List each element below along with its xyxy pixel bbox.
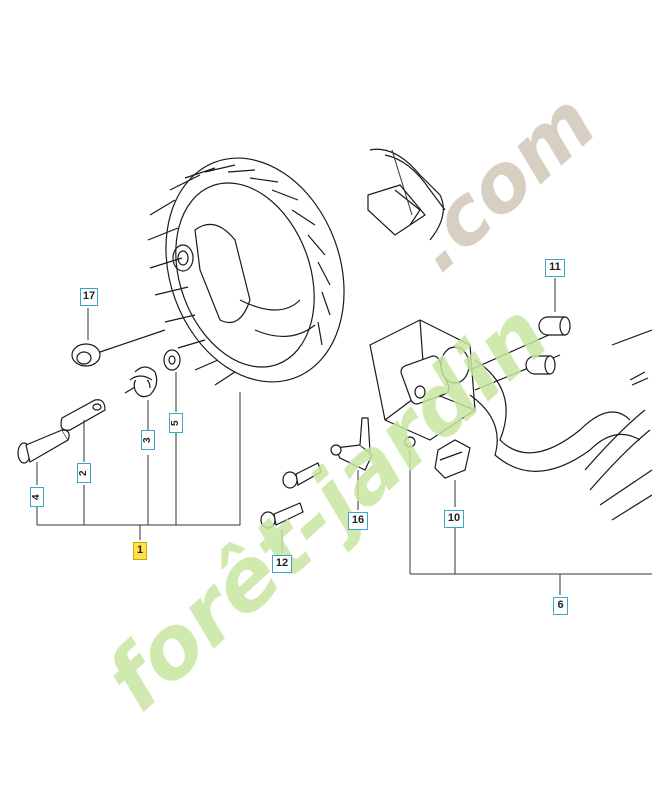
callout-1: 1 [133,542,147,560]
callout-10: 10 [444,510,464,528]
callout-6: 6 [553,597,568,615]
callout-11: 11 [545,259,565,277]
callout-17: 17 [80,288,98,306]
callout-5: 5 [169,413,183,433]
flywheel-drawing [147,157,345,386]
callout-16: 16 [348,512,368,530]
callout-12: 12 [272,555,292,573]
callout-2: 2 [77,463,91,483]
callout-3: 3 [141,430,155,450]
ignition-module-drawing [367,148,652,521]
callout-4: 4 [30,487,44,507]
leader-lines-right [281,149,652,595]
small-parts-left [17,329,181,464]
watermark: forêt-jardin .com [87,75,613,730]
small-parts-right [260,316,571,529]
